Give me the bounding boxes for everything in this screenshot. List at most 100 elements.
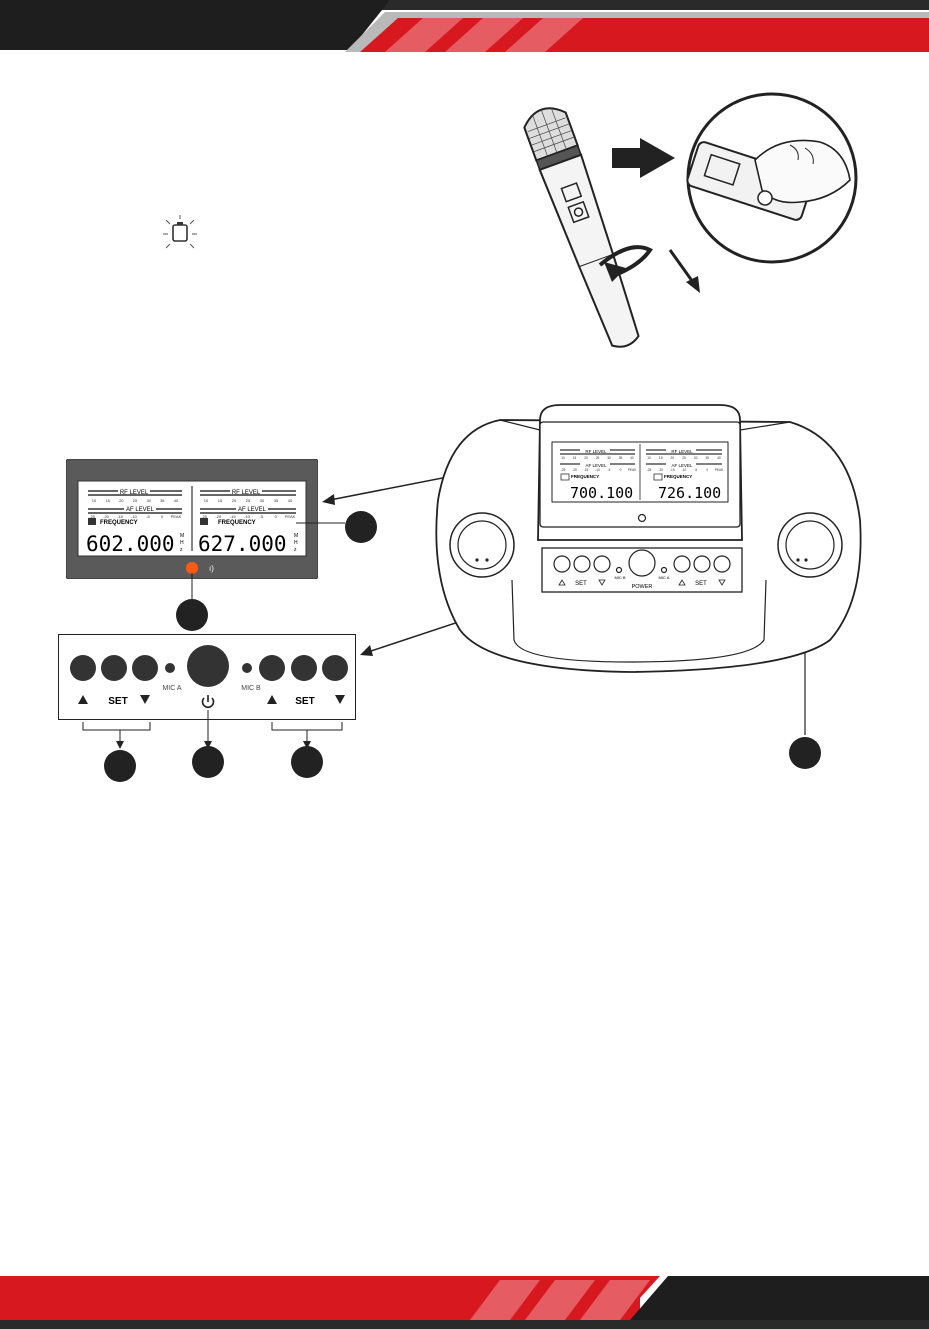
tick-label: 10 <box>561 456 565 460</box>
tick-label: -20 <box>572 468 577 472</box>
right-arrow-icon <box>612 138 675 178</box>
header-band <box>0 0 929 52</box>
tick-label: PEAK <box>171 514 182 519</box>
tick-label: 30 <box>146 498 151 503</box>
tick-label: 35 <box>706 456 710 460</box>
set-label: SET <box>108 696 127 707</box>
svg-text:z: z <box>180 547 183 553</box>
tick-label: -5 <box>694 468 697 472</box>
ir-window <box>637 513 647 523</box>
frequency-value: 726.100 <box>658 484 721 502</box>
power-label: POWER <box>632 584 653 590</box>
tick-label: -10 <box>682 468 687 472</box>
mic-b-led <box>242 663 252 673</box>
tick-label: 10 <box>92 498 97 503</box>
up-button-b[interactable] <box>259 655 285 681</box>
tick-label: 15 <box>659 456 663 460</box>
rf-level-label: RF LEVEL <box>120 490 149 496</box>
control-panel-graphics: SET MIC A MIC B SET <box>70 645 348 782</box>
control-panel <box>58 634 356 720</box>
up-triangle-icon <box>78 695 88 704</box>
low-battery-blink-icon <box>163 215 197 249</box>
tick-label: PEAK <box>715 468 724 472</box>
rf-level-label: RF LEVEL <box>232 490 261 496</box>
tick-label: 15 <box>218 498 223 503</box>
tick-label: 25 <box>596 456 600 460</box>
rf-level-label: RF LEVEL <box>585 449 607 454</box>
mic-b-label: MIC B <box>614 575 625 580</box>
af-level-label: AF LEVEL <box>238 507 267 513</box>
set-label: SET <box>295 696 314 707</box>
tick-label: -5 <box>260 514 264 519</box>
footer-band <box>0 1276 929 1329</box>
tick-label: -15 <box>230 514 237 519</box>
down-button-b[interactable] <box>322 655 348 681</box>
tick-label: 25 <box>246 498 251 503</box>
mic-a-label: MIC A <box>162 685 181 692</box>
tick-label: 10 <box>647 456 651 460</box>
tick-label: -20 <box>215 514 222 519</box>
tick-label: 40 <box>288 498 293 503</box>
up-triangle-icon <box>267 695 277 704</box>
callout-badge-set-a <box>104 750 136 782</box>
receiver-illustration: RF LEVEL AF LEVEL 10 15 20 25 30 35 40 -25 -20 -… <box>435 404 862 673</box>
down-button-a[interactable] <box>132 655 158 681</box>
tick-label: 20 <box>671 456 675 460</box>
set-button[interactable] <box>573 555 591 573</box>
tick-label: PEAK <box>285 514 296 519</box>
set-button-a[interactable] <box>101 655 127 681</box>
tick-label: 20 <box>232 498 237 503</box>
frequency-label: FREQUENCY <box>100 520 138 526</box>
tick-label: 20 <box>584 456 588 460</box>
tick-label: -25 <box>561 468 566 472</box>
up-button-a[interactable] <box>70 655 96 681</box>
tick-label: 0 <box>161 514 164 519</box>
tick-label: -25 <box>201 514 208 519</box>
tick-label: -5 <box>608 468 611 472</box>
power-button[interactable] <box>187 645 229 687</box>
svg-text:H: H <box>180 540 184 546</box>
volume-knob-right[interactable] <box>777 512 843 578</box>
tick-label: -15 <box>584 468 589 472</box>
power-icon <box>201 695 215 709</box>
frequency-label: FREQUENCY <box>571 474 599 479</box>
frequency-value: 602.000 <box>86 532 175 556</box>
handheld-microphone-icon <box>523 107 640 348</box>
svg-text:H: H <box>294 540 298 546</box>
down-triangle-icon <box>140 695 150 704</box>
up-button[interactable] <box>553 555 571 573</box>
tick-label: 40 <box>630 456 634 460</box>
frequency-label: FREQUENCY <box>664 474 692 479</box>
lcd-panel: RF LEVEL 10 15 20 25 30 35 40 AF LEVEL -25 -20 -… <box>66 459 318 579</box>
tick-label: 15 <box>105 498 110 503</box>
frequency-value: 627.000 <box>198 532 287 556</box>
tick-label: 0 <box>275 514 278 519</box>
tick-label: 35 <box>160 498 165 503</box>
tick-label: 30 <box>260 498 265 503</box>
up-button[interactable] <box>673 555 691 573</box>
callout-badge-volume <box>789 737 821 769</box>
mic-b-label: MIC B <box>241 685 261 692</box>
ir-sync-icon: ı) <box>209 564 214 573</box>
tick-label: 30 <box>694 456 698 460</box>
tick-label: 20 <box>119 498 124 503</box>
tick-label: -15 <box>117 514 124 519</box>
tick-label: 25 <box>682 456 686 460</box>
callout-badge-power <box>192 746 224 778</box>
tick-label: -20 <box>103 514 110 519</box>
set-label: SET <box>575 581 587 587</box>
ir-sync-icon <box>88 518 96 525</box>
tick-label: 0 <box>620 468 622 472</box>
set-button[interactable] <box>693 555 711 573</box>
rf-level-label: RF LEVEL <box>671 449 693 454</box>
power-button[interactable] <box>628 549 656 577</box>
down-button[interactable] <box>593 555 611 573</box>
down-button[interactable] <box>713 555 731 573</box>
svg-text:z: z <box>294 547 297 553</box>
mic-a-label: MIC A <box>659 575 670 580</box>
set-button-b[interactable] <box>291 655 317 681</box>
tick-label: -25 <box>89 514 96 519</box>
af-level-label: AF LEVEL <box>585 463 607 468</box>
volume-knob-left[interactable] <box>449 512 515 578</box>
